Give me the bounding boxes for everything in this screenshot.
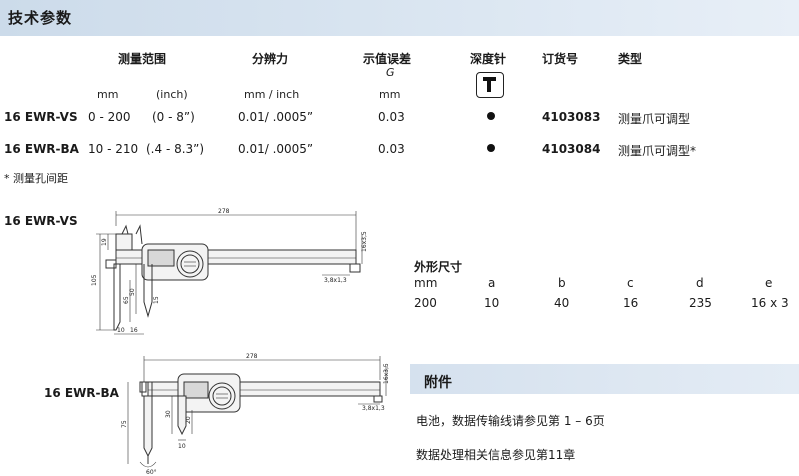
dim-vs-height: 105 xyxy=(91,274,98,286)
dim-value-a: 10 xyxy=(484,296,500,310)
depth-probe-icon xyxy=(476,72,504,98)
dim-ba-10: 10 xyxy=(178,443,186,450)
row-type: 测量爪可调型* xyxy=(618,144,697,158)
dim-vs-10: 10 xyxy=(117,327,125,334)
row-resolution: 0.01/ .0005” xyxy=(238,142,314,156)
dim-header-a: a xyxy=(488,276,496,290)
dim-vs-length: 278 xyxy=(218,208,230,215)
row-resolution: 0.01/ .0005” xyxy=(238,110,314,124)
row-order-no: 4103083 xyxy=(542,110,601,124)
col-header-order-no: 订货号 xyxy=(542,52,579,66)
row-model: 16 EWR-VS xyxy=(4,110,78,124)
dim-value-d: 235 xyxy=(689,296,712,310)
dimensions-title: 外形尺寸 xyxy=(414,260,463,274)
drawing-label-ba: 16 EWR-BA xyxy=(44,386,119,400)
dim-header-b: b xyxy=(558,276,566,290)
row-order-no: 4103084 xyxy=(542,142,601,156)
dim-ba-angle: 60° xyxy=(146,469,157,476)
accessories-line-2: 数据处理相关信息参见第11章 xyxy=(416,448,576,462)
dim-ba-height: 75 xyxy=(121,420,128,428)
section-title: 技术参数 xyxy=(8,9,73,27)
row-error: 0.03 xyxy=(378,142,405,156)
dim-vs-jaw: 19 xyxy=(101,238,108,246)
col-header-resolution: 分辨力 xyxy=(252,52,289,66)
dim-header-e: e xyxy=(765,276,773,290)
depth-probe-dot xyxy=(487,144,495,152)
dim-header-d: d xyxy=(696,276,704,290)
unit-error: mm xyxy=(379,88,401,101)
row-model: 16 EWR-BA xyxy=(4,142,79,156)
row-range-inch: (.4 - 8.3”) xyxy=(146,142,205,156)
dim-value-mm: 200 xyxy=(414,296,437,310)
caliper-drawing-ba: 278 16x3,5 3,8x1,3 75 30 20 10 60° xyxy=(121,353,390,476)
row-range-inch: (0 - 8”) xyxy=(152,110,195,124)
col-header-error-symbol: G xyxy=(386,66,395,79)
row-range-mm: 0 - 200 xyxy=(88,110,131,124)
dim-value-b: 40 xyxy=(554,296,570,310)
caliper-drawing-vs: 278 16x3,5 3,8x1,3 105 19 65 50 15 10 16 xyxy=(91,208,368,335)
row-range-mm: 10 - 210 xyxy=(88,142,139,156)
dim-value-e: 16 x 3 xyxy=(751,296,789,310)
drawing-label-vs: 16 EWR-VS xyxy=(4,214,78,228)
dim-vs-16: 16 xyxy=(130,327,138,334)
dim-ba-length: 278 xyxy=(246,353,258,360)
accessories-header-bar xyxy=(410,364,799,394)
depth-probe-dot xyxy=(487,112,495,120)
dim-vs-b38: 3,8x1,3 xyxy=(324,277,347,284)
dim-vs-50: 50 xyxy=(129,288,136,296)
accessories-line-1: 电池，数据传输线请参见第 1 – 6页 xyxy=(416,414,605,428)
row-type: 测量爪可调型 xyxy=(618,112,691,126)
dim-ba-b38: 3,8x1,3 xyxy=(362,405,385,412)
unit-resolution: mm / inch xyxy=(244,88,300,101)
unit-range-inch: (inch) xyxy=(156,88,188,101)
dim-value-c: 16 xyxy=(623,296,639,310)
accessories-title: 附件 xyxy=(424,375,452,391)
dim-vs-width: 16x3,5 xyxy=(361,231,368,252)
footnote: * 测量孔间距 xyxy=(4,172,68,185)
dim-vs-15: 15 xyxy=(153,296,160,304)
section-header-bar xyxy=(0,0,799,36)
dim-vs-65: 65 xyxy=(123,296,130,304)
dim-header-mm: mm xyxy=(414,276,438,290)
dim-ba-20: 20 xyxy=(185,416,192,424)
dim-ba-30: 30 xyxy=(165,410,172,418)
dim-header-c: c xyxy=(627,276,634,290)
col-header-error: 示值误差 xyxy=(363,52,412,66)
col-header-range: 测量范围 xyxy=(118,52,167,66)
col-header-type: 类型 xyxy=(618,52,643,66)
unit-range-mm: mm xyxy=(97,88,119,101)
row-error: 0.03 xyxy=(378,110,405,124)
col-header-depth: 深度针 xyxy=(470,52,507,66)
dim-ba-width: 16x3,5 xyxy=(383,363,390,384)
